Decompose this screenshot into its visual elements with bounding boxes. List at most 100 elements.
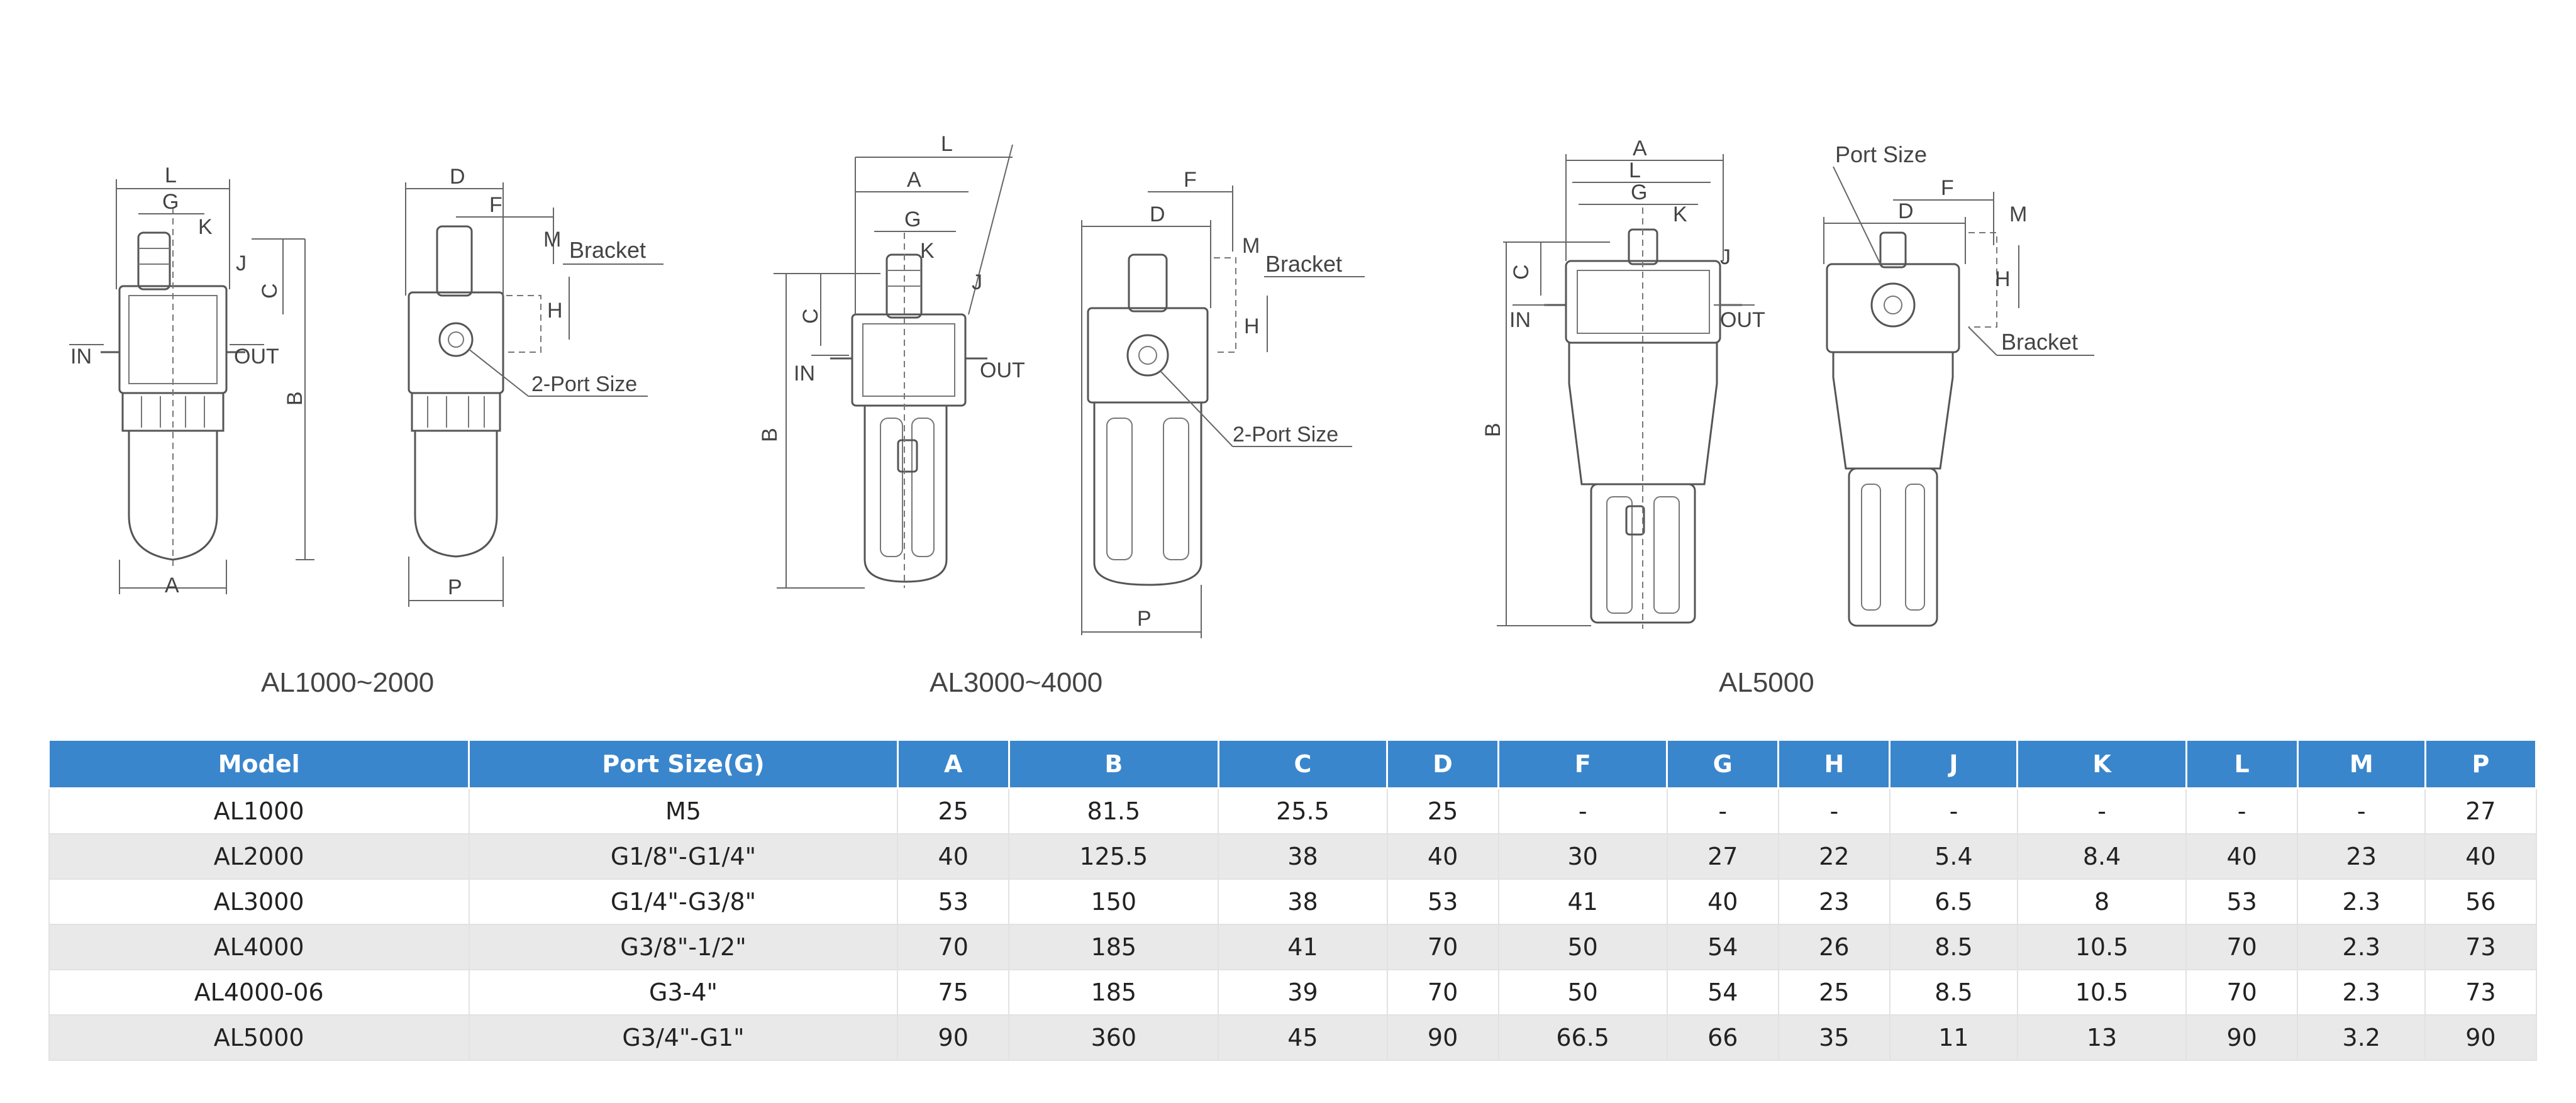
- cell-d: 90: [1386, 1014, 1499, 1061]
- header-l: L: [2185, 739, 2299, 789]
- cell-h: 23: [1777, 879, 1890, 925]
- cell-c: 45: [1218, 1014, 1388, 1061]
- front-view-medium: [830, 233, 987, 588]
- cell-g: 27: [1666, 833, 1779, 880]
- label-in: IN: [70, 345, 92, 369]
- label-port: Port Size: [1835, 141, 1927, 167]
- cell-j: 5.4: [1889, 833, 2018, 880]
- cell-model: AL3000: [48, 879, 470, 925]
- label-G: G: [904, 208, 921, 231]
- label-port: 2-Port Size: [531, 372, 637, 396]
- cell-c: 39: [1218, 969, 1388, 1016]
- label-F: F: [489, 193, 502, 217]
- cell-p: 40: [2424, 833, 2537, 880]
- label-B: B: [283, 391, 307, 406]
- cell-k: -: [2016, 787, 2187, 834]
- cell-f: -: [1497, 787, 1668, 834]
- cell-j: 6.5: [1889, 879, 2018, 925]
- label-port: 2-Port Size: [1233, 423, 1338, 446]
- header-a: A: [896, 739, 1010, 789]
- label-in: IN: [794, 362, 815, 385]
- label-P: P: [1137, 607, 1152, 631]
- cell-c: 38: [1218, 879, 1388, 925]
- label-C: C: [799, 308, 823, 324]
- cell-m: 2.3: [2297, 924, 2426, 970]
- header-b: B: [1008, 739, 1219, 789]
- cell-m: 2.3: [2297, 969, 2426, 1016]
- label-H: H: [1995, 267, 2011, 291]
- cell-m: 3.2: [2297, 1014, 2426, 1061]
- label-G: G: [162, 190, 179, 214]
- header-m: M: [2296, 739, 2426, 789]
- label-bracket: Bracket: [2001, 329, 2078, 355]
- cell-c: 41: [1218, 924, 1388, 970]
- table-header-row: Model Port Size(G) A B C D F G H J K L M…: [47, 739, 2538, 789]
- cell-j: 11: [1889, 1014, 2018, 1061]
- label-D: D: [450, 165, 465, 189]
- label-out: OUT: [234, 345, 279, 369]
- label-B: B: [758, 428, 782, 442]
- header-j: J: [1889, 739, 2019, 789]
- cell-j: 8.5: [1889, 924, 2018, 970]
- side-view-small: [408, 225, 541, 558]
- cell-p: 90: [2424, 1014, 2537, 1061]
- front-view-small: [101, 208, 245, 566]
- cell-model: AL5000: [48, 1014, 470, 1061]
- label-K: K: [198, 215, 213, 239]
- cell-b: 185: [1008, 924, 1219, 970]
- label-M: M: [543, 228, 561, 252]
- label-A: A: [907, 168, 921, 192]
- cell-j: -: [1889, 787, 2018, 834]
- cell-f: 66.5: [1497, 1014, 1668, 1061]
- cell-l: 70: [2185, 969, 2299, 1016]
- dimensions-side-small: D F M Bracket H 2-Port Size P: [405, 165, 663, 607]
- cell-f: 30: [1497, 833, 1668, 880]
- label-A: A: [165, 574, 179, 597]
- label-L: L: [165, 164, 177, 187]
- cell-f: 50: [1497, 924, 1668, 970]
- cell-b: 81.5: [1008, 787, 1219, 834]
- side-view-large: [1826, 231, 1997, 627]
- cell-k: 13: [2016, 1014, 2187, 1061]
- label-out: OUT: [980, 358, 1025, 382]
- cell-l: 90: [2185, 1014, 2299, 1061]
- cell-a: 40: [897, 833, 1010, 880]
- cell-f: 41: [1497, 879, 1668, 925]
- cell-p: 73: [2424, 924, 2537, 970]
- cell-g: 66: [1666, 1014, 1779, 1061]
- cell-p: 27: [2424, 787, 2537, 834]
- label-bracket: Bracket: [569, 237, 646, 263]
- cell-a: 25: [897, 787, 1010, 834]
- cell-h: 22: [1777, 833, 1890, 880]
- label-B: B: [1481, 423, 1505, 437]
- header-port-size: Port Size(G): [468, 739, 899, 789]
- caption-al3000-4000: AL3000~4000: [930, 667, 1102, 698]
- cell-model: AL4000: [48, 924, 470, 970]
- technical-drawings: L G K J C B A IN OUT: [69, 132, 2094, 698]
- front-view-large: [1544, 208, 1742, 629]
- label-K: K: [1673, 202, 1687, 226]
- label-F: F: [1184, 168, 1197, 192]
- cell-p: 73: [2424, 969, 2537, 1016]
- cell-port-size: G3-4": [468, 969, 899, 1016]
- cell-k: 8: [2016, 879, 2187, 925]
- cell-k: 10.5: [2016, 924, 2187, 970]
- cell-b: 125.5: [1008, 833, 1219, 880]
- cell-g: -: [1666, 787, 1779, 834]
- cell-h: 26: [1777, 924, 1890, 970]
- drawing-al3000-4000: L A G K J C B IN OUT: [758, 132, 1365, 698]
- cell-f: 50: [1497, 969, 1668, 1016]
- label-out: OUT: [1720, 308, 1765, 332]
- cell-port-size: M5: [468, 787, 899, 834]
- label-J: J: [972, 270, 982, 294]
- cell-port-size: G1/8"-G1/4": [468, 833, 899, 880]
- header-f: F: [1497, 739, 1668, 789]
- cell-m: -: [2297, 787, 2426, 834]
- label-D: D: [1898, 199, 1914, 223]
- label-A: A: [1633, 136, 1647, 160]
- cell-l: 40: [2185, 833, 2299, 880]
- header-model: Model: [47, 739, 470, 789]
